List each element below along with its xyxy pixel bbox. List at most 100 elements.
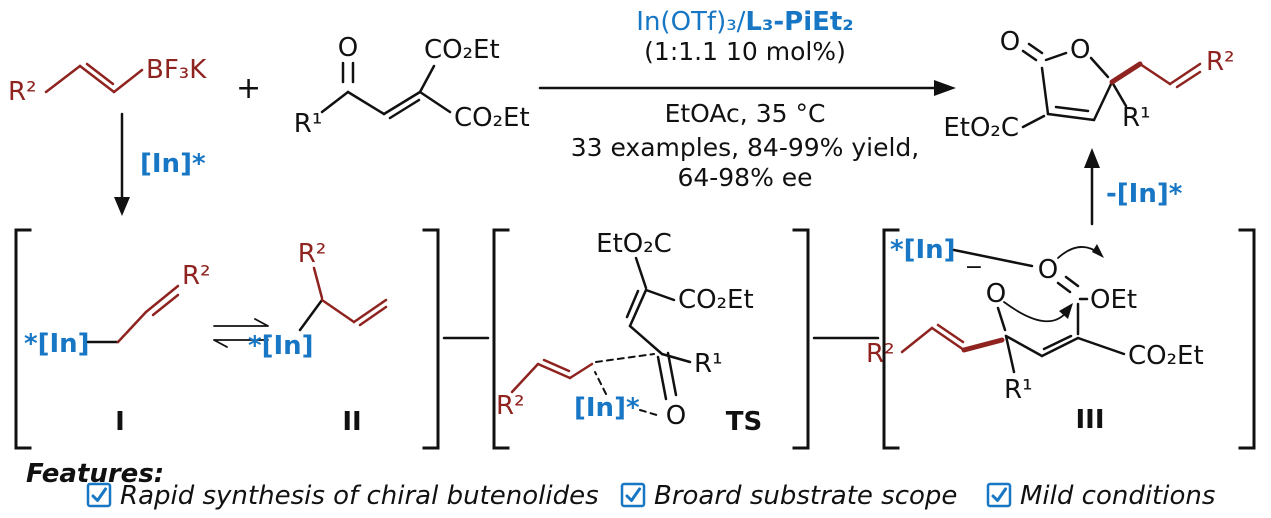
feature-item-2-label: Broard substrate scope: [654, 481, 957, 511]
species-iii-curved-arrow-attack: [1003, 301, 1069, 323]
species-ii-name: II: [342, 407, 361, 437]
species-iii-r2-label: R²: [866, 339, 895, 369]
species-iii: *[In] O OEt − O R¹ CO₂Et R² III: [866, 235, 1204, 435]
feature-item-1-label: Rapid synthesis of chiral butenolides: [120, 481, 599, 511]
ts-metal-label: [In]*: [574, 393, 640, 423]
checkbox-checked-icon: [620, 482, 646, 508]
ts-co-double-2: [666, 351, 678, 397]
allyl-double-bond-inner: [85, 62, 115, 86]
ts-forming-cc-dashed-bond: [595, 353, 655, 363]
enone-ester-bottom-bond: [418, 90, 452, 114]
species-iii-bond-c5-c4: [1004, 334, 1044, 358]
species-ii-r2-label: R²: [298, 239, 327, 269]
product-co-double-2: [1027, 42, 1044, 55]
bf3k-label: BF₃K: [146, 55, 207, 85]
reaction-conditions: In(OTf)₃/L₃-PiEt₂ (1:1.1 10 mol%) EtOAc,…: [538, 7, 956, 192]
product-r1-label: R¹: [1122, 103, 1151, 133]
species-iii-name: III: [1075, 405, 1104, 435]
species-iii-allyl-double: [930, 326, 966, 352]
species-ii-metal-bond: [298, 298, 324, 332]
ts-o-label: O: [666, 401, 686, 431]
species-i: *[In] R² I: [24, 261, 211, 437]
species-iii-o-c5-bond: [996, 306, 1007, 332]
product-ring-bond-c5-c4: [1092, 80, 1114, 122]
allyl-bond-1: [44, 64, 82, 94]
species-i-name: I: [115, 407, 125, 437]
checkmark-icon: [625, 487, 641, 502]
checkmark-icon: [91, 487, 107, 502]
ts-bond-cc: [628, 324, 664, 356]
species-i-double-inner: [151, 293, 180, 317]
ts-r1-bond: [660, 352, 692, 364]
ts-allyl-double-inner: [542, 358, 571, 373]
catalyst-regular-part: In(OTf)₃/: [636, 7, 745, 37]
species-ii-r2-bond: [312, 266, 324, 300]
plus-sign: +: [236, 71, 261, 106]
product-ring-bond-c3-c2: [1040, 66, 1050, 116]
product-r1-bond: [1110, 80, 1128, 108]
ts-allyl-bond-1: [510, 362, 540, 394]
product-allyl-double: [1168, 62, 1202, 86]
checkmark-icon: [991, 487, 1007, 502]
species-iii-co-double-1: [1056, 281, 1072, 294]
enone-bond-2: [346, 90, 386, 116]
bracket-2-right: [792, 228, 810, 450]
product-co-double-1: [1021, 49, 1038, 62]
species-iii-allyl-bond-1: [900, 326, 934, 354]
ts-cc-double: [628, 288, 648, 328]
solvent-temp-label: EtOAc, 35 °C: [665, 99, 826, 128]
ts-r2-label: R²: [496, 391, 525, 421]
species-iii-metal-label: *[In]: [890, 235, 956, 265]
bracket-3-left: [882, 228, 900, 450]
product-ring-double-c4-c3: [1046, 112, 1096, 122]
product-ring-bond-o-c5: [1089, 56, 1110, 79]
catalyst-ligand-bold-part: L₃-PiEt₂: [745, 7, 853, 37]
species-ii-metal-label: *[In]: [248, 331, 314, 361]
feature-item-1: Rapid synthesis of chiral butenolides: [86, 481, 599, 511]
checkbox-checked-icon: [986, 482, 1012, 508]
ts-allyl-double: [536, 362, 572, 380]
equilibrium-arrows: [213, 318, 269, 348]
bracket-1-left: [14, 228, 32, 450]
species-iii-co-double-2: [1064, 275, 1080, 288]
feature-item-3: Mild conditions: [986, 481, 1215, 511]
product-allyl-double-inner: [1175, 70, 1202, 89]
species-ii-vinyl-double-inner: [358, 305, 388, 327]
enone-r1-bond: [320, 90, 350, 114]
ts-metal-o-dashed-bond: [639, 409, 661, 417]
up-arrow-head: [1084, 148, 1100, 168]
enone-cc-double-inner: [388, 98, 421, 120]
enone-diester-reagent: O R¹ CO₂Et CO₂Et: [294, 33, 530, 139]
allyl-bond-3: [112, 68, 144, 94]
ts-name: TS: [726, 407, 762, 437]
enone-r1-label: R¹: [294, 109, 323, 139]
species-iii-oet-label: OEt: [1090, 285, 1137, 315]
species-iii-r1-label: R¹: [1004, 375, 1033, 405]
catalyst-loading-label: (1:1.1 10 mol%): [644, 37, 846, 66]
species-i-metal-label: *[In]: [24, 329, 90, 359]
species-iii-metal-o-bond: [952, 248, 1034, 268]
product-ring-o-label: O: [1070, 35, 1090, 65]
species-iii-allyl-double-inner: [936, 323, 965, 344]
reaction-arrow-head: [934, 80, 956, 96]
product-allyl-wedge-bond: [1109, 61, 1143, 85]
equilibrium-top-harpoon: [213, 318, 269, 327]
enone-cc-double: [382, 90, 422, 116]
species-iii-allyl-wedge-bond: [961, 337, 1005, 353]
species-iii-double-c4-c3: [1040, 336, 1080, 358]
species-i-bond-2: [116, 310, 148, 344]
enone-ester-bottom-label: CO₂Et: [454, 103, 530, 133]
ts-metal-allyl-dashed-bond: [594, 371, 607, 395]
bracket-3-right: [1238, 228, 1256, 450]
species-iii-curved-arrow-leaving-head: [1092, 244, 1104, 258]
ts-ester-top-bond: [634, 256, 648, 290]
species-iii-carbonyl-o-label: O: [1038, 255, 1058, 285]
allyl-double-bond: [78, 64, 116, 94]
ts-co-double-1: [656, 355, 668, 401]
indium-release-arrow: -[In]*: [1084, 148, 1183, 226]
species-iii-r1-bond: [1004, 334, 1016, 374]
species-ii: R² *[In] II: [248, 239, 388, 437]
enone-carbonyl-o-label: O: [338, 33, 358, 63]
